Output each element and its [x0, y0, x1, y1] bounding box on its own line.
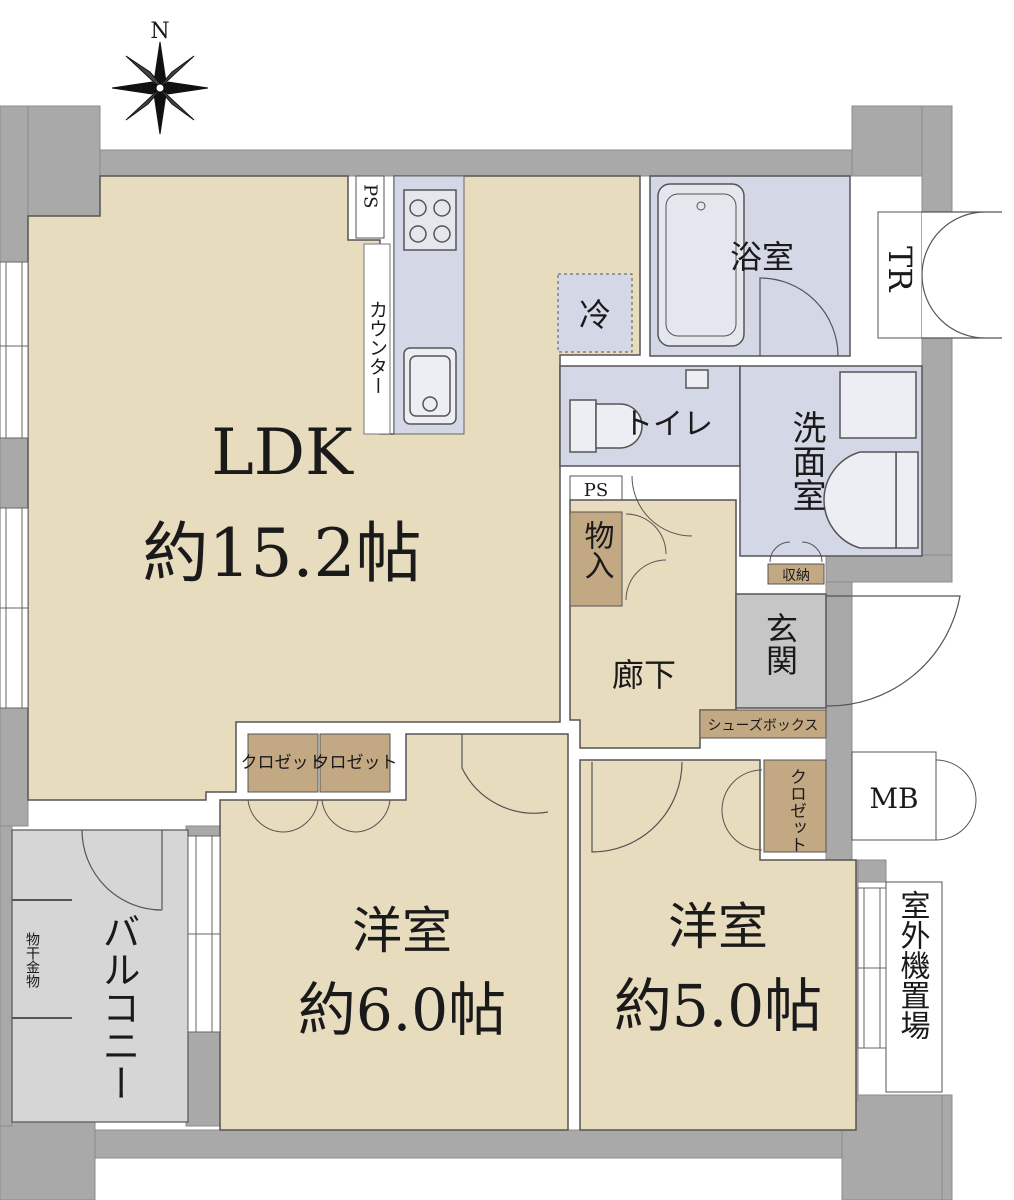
outdoor-unit-space-name: 室外機置場	[895, 890, 931, 1040]
storeroom-box	[569, 511, 623, 607]
ldk-size: 約15.2帖	[143, 515, 422, 592]
balcony-name: バルコニー	[96, 912, 140, 1102]
washroom-name: 洗面室	[786, 410, 826, 512]
western-room-2-name: 洋室	[668, 898, 768, 956]
shoe-box-label: シューズボックス	[708, 718, 819, 734]
closet-2-box	[319, 733, 391, 793]
bathtub-icon	[657, 183, 745, 347]
vanity-basin-icon	[823, 451, 919, 549]
north-label: N	[150, 19, 169, 44]
sink-icon	[403, 347, 457, 425]
trunk-room-label: TR	[881, 246, 919, 292]
balcony-floor	[11, 829, 189, 1123]
closet-2-label: クロゼット	[313, 753, 398, 773]
entrance-floor	[735, 593, 827, 709]
closet-1-box	[247, 733, 319, 793]
western-room-2-size: 約5.0帖	[614, 972, 822, 1040]
western-room-1-floor	[219, 733, 569, 1131]
storage-label: 収納	[782, 568, 810, 584]
shoe-box	[699, 709, 827, 739]
washing-machine-pan	[839, 371, 917, 439]
entrance-door-swing	[825, 595, 961, 707]
ps-mid-label: PS	[584, 480, 608, 501]
meter-box	[851, 751, 937, 841]
counter-label: カウンター	[366, 300, 388, 395]
bathroom-door-swing	[759, 277, 839, 357]
outdoor-unit-space	[885, 881, 943, 1093]
compass-rose-icon	[111, 41, 209, 135]
bathroom-name: 浴室	[730, 238, 794, 276]
trunk-room-box	[877, 211, 923, 339]
counter-strip	[363, 243, 391, 435]
ps-top-box	[355, 175, 385, 239]
refrigerator-label: 冷	[579, 296, 611, 334]
entrance-name: 玄関	[761, 612, 799, 676]
western-room-1-size: 約6.0帖	[298, 976, 506, 1044]
storeroom-label: 物入	[579, 520, 615, 580]
laundry-hanger-label: 物干金物	[24, 932, 40, 989]
tr-door-swing	[921, 211, 1002, 339]
ps-top-label: PS	[360, 184, 381, 208]
closet-3-label: クロゼット	[786, 768, 806, 853]
ldk-name: LDK	[211, 416, 354, 490]
western-room-2-floor	[579, 759, 857, 1131]
toilet-name: トイレ	[623, 407, 713, 442]
stove-icon	[403, 189, 457, 251]
storage-box	[767, 563, 825, 585]
closet-3-box	[763, 759, 827, 853]
ldk-floor	[27, 175, 641, 801]
closet-1-label: クロゼット	[241, 753, 326, 773]
western-room-1-name: 洋室	[352, 902, 452, 960]
toilet-icon	[569, 369, 709, 453]
hallway-name: 廊下	[612, 656, 676, 694]
meter-box-label: MB	[869, 782, 918, 815]
refrigerator-space	[557, 273, 633, 353]
